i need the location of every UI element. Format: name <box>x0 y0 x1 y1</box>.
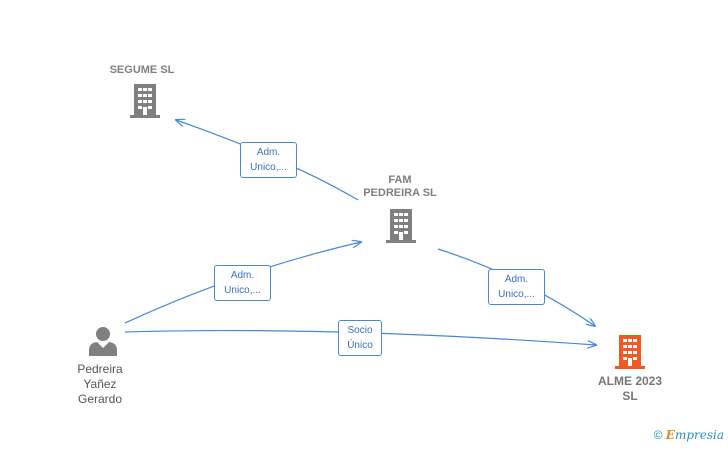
copyright-symbol: © <box>653 428 663 442</box>
brand-logo: Empresia <box>665 428 724 442</box>
node-label-fam-pedreira: FAM PEDREIRA SL <box>363 174 437 199</box>
person-icon[interactable] <box>88 326 118 356</box>
node-label-alme: ALME 2023 SL <box>597 374 663 403</box>
node-label-person: Pedreira Yañez Gerardo <box>77 362 123 406</box>
building-icon-highlighted[interactable] <box>615 335 645 369</box>
edge-label-person-to-alme[interactable]: Socio Único <box>338 320 382 356</box>
node-label-segume: SEGUME SL <box>109 64 175 76</box>
edge-label-person-to-fam[interactable]: Adm. Unico,... <box>214 265 271 301</box>
watermark: © Empresia <box>654 428 724 442</box>
edge-label-fam-to-segume[interactable]: Adm. Unico,... <box>240 142 297 178</box>
building-icon[interactable] <box>386 209 416 243</box>
building-icon[interactable] <box>130 84 160 118</box>
edge-label-fam-to-alme[interactable]: Adm. Unico,... <box>488 269 545 305</box>
